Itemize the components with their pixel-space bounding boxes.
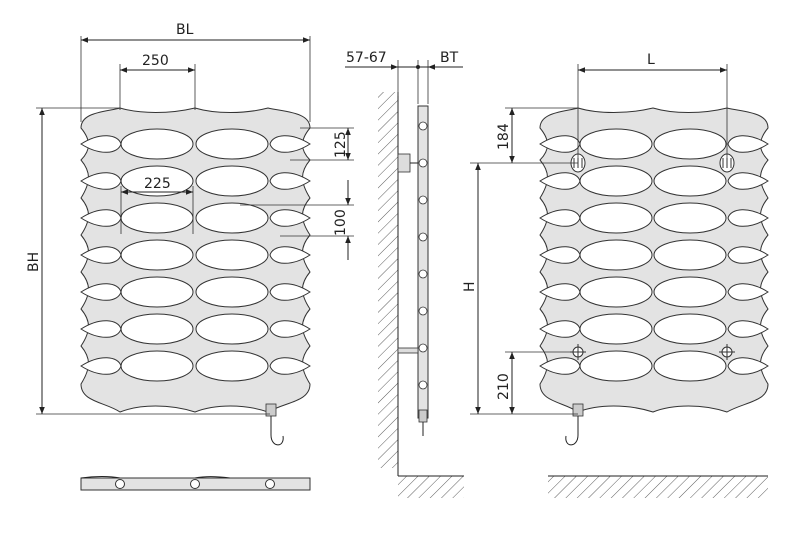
dim-label-l: L [647, 52, 655, 68]
front-view-left: BL 250 225 125 100 BH [26, 22, 354, 446]
dim-label-225: 225 [144, 176, 171, 192]
dim-label-250: 250 [142, 53, 169, 69]
dim-label-184: 184 [496, 123, 512, 150]
front-view-right: L 184 H 210 [462, 52, 769, 498]
dim-label-125: 125 [333, 131, 349, 158]
dim-label-bl: BL [176, 22, 194, 38]
floor-hatch-right [548, 476, 768, 498]
top-view-profile [80, 476, 311, 491]
side-view: 57-67 BT [345, 50, 464, 498]
dim-label-h: H [462, 281, 478, 292]
valve-hook-left [265, 403, 284, 446]
dim-label-bh: BH [26, 252, 42, 272]
dim-label-57-67: 57-67 [346, 50, 387, 66]
wall-hatch [378, 92, 398, 468]
dim-label-210: 210 [496, 373, 512, 400]
valve-hook-right [565, 403, 584, 446]
panel-holes-right [539, 128, 769, 382]
dim-label-bt: BT [440, 50, 459, 66]
panel-holes [80, 128, 311, 382]
floor-hatch-side [398, 476, 464, 498]
dim-label-100: 100 [333, 209, 349, 236]
